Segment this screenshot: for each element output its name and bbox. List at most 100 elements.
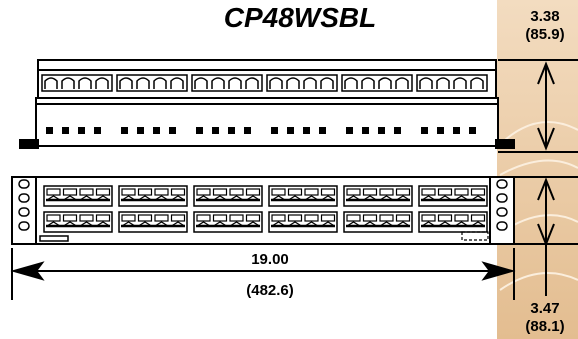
port-opening [271, 214, 286, 222]
height-dimension [514, 176, 578, 296]
top-jack-loop [153, 77, 167, 89]
port-latch [229, 221, 244, 227]
port-opening [320, 214, 336, 222]
port-opening [245, 188, 261, 196]
port-latch [271, 195, 286, 201]
port-latch [304, 195, 319, 201]
top-view-left-ear [19, 139, 39, 149]
port-latch [471, 195, 485, 201]
top-connector [453, 127, 460, 134]
top-connector [319, 127, 326, 134]
port-latch [271, 221, 286, 227]
top-jack-loop [170, 77, 184, 89]
mounting-hole [18, 193, 30, 203]
port-latch [63, 195, 77, 201]
port-opening [454, 188, 469, 196]
port-opening [212, 188, 228, 196]
top-view [19, 59, 515, 149]
top-connector [94, 127, 101, 134]
top-view-connector-row [46, 127, 476, 134]
port-latch [454, 221, 469, 227]
height-inches: 3.47 [530, 300, 560, 317]
port-latch [121, 221, 136, 227]
port-latch [471, 221, 485, 227]
port-opening [379, 214, 394, 222]
port-opening [212, 214, 228, 222]
width-mm-label: (482.6) [220, 282, 320, 300]
top-jack-loop [95, 77, 109, 89]
port-latch [288, 221, 302, 227]
port-latch [379, 221, 394, 227]
port-opening [304, 188, 319, 196]
port-latch [154, 195, 169, 201]
top-connector [378, 127, 385, 134]
port-opening [346, 214, 361, 222]
port-opening [437, 214, 453, 222]
top-connector [121, 127, 128, 134]
depth-dimension [498, 59, 578, 153]
port-latch [421, 195, 436, 201]
port-latch [96, 195, 110, 201]
top-connector [287, 127, 294, 134]
top-connector [169, 127, 176, 134]
port-opening [421, 214, 436, 222]
port-latch [246, 221, 260, 227]
top-jack-loop [211, 77, 225, 89]
front-view-mounting-holes [18, 179, 508, 231]
top-jack-loop [361, 77, 375, 89]
top-connector [62, 127, 69, 134]
port-opening [79, 214, 94, 222]
port-latch [79, 195, 94, 201]
port-opening [170, 188, 186, 196]
port-latch [229, 195, 244, 201]
top-jack-loop [470, 77, 484, 89]
model-title: CP48WSBL [223, 2, 377, 33]
port-opening [137, 214, 153, 222]
port-opening [154, 214, 169, 222]
width-inches: 19.00 [251, 251, 289, 268]
port-opening [121, 214, 136, 222]
port-opening [121, 188, 136, 196]
mounting-hole [496, 207, 508, 217]
port-latch [138, 195, 152, 201]
port-latch [363, 221, 377, 227]
top-jack-loop [303, 77, 317, 89]
top-connector [394, 127, 401, 134]
port-latch [196, 221, 211, 227]
top-connector [46, 127, 53, 134]
port-latch [321, 195, 335, 201]
top-jack-loop [78, 77, 92, 89]
top-jack-loop [61, 77, 75, 89]
port-opening [196, 188, 211, 196]
port-latch [363, 195, 377, 201]
top-connector [137, 127, 144, 134]
top-connector [244, 127, 251, 134]
port-opening [346, 188, 361, 196]
port-latch [138, 221, 152, 227]
front-view-jack-ports [43, 185, 488, 233]
top-jack-loop [344, 77, 358, 89]
port-opening [470, 214, 486, 222]
mounting-hole [18, 207, 30, 217]
port-opening [137, 188, 153, 196]
width-label: 19.00 [220, 251, 320, 269]
port-opening [271, 188, 286, 196]
width-dimension [10, 248, 516, 300]
top-view-right-ear [495, 139, 515, 149]
depth-millimeters: (85.9) [525, 26, 565, 43]
height-label: 3.47 (88.1) [515, 300, 575, 336]
top-jack-loop [228, 77, 242, 89]
port-latch [46, 221, 61, 227]
port-latch [421, 221, 436, 227]
top-jack-loop [436, 77, 450, 89]
port-opening [229, 214, 244, 222]
top-jack-block [341, 74, 413, 92]
port-opening [62, 188, 78, 196]
top-jack-loop [378, 77, 392, 89]
port-opening [95, 188, 111, 196]
front-view-ground-tab [461, 231, 489, 241]
port-opening [196, 214, 211, 222]
top-jack-block [116, 74, 188, 92]
port-opening [229, 188, 244, 196]
port-opening [46, 214, 61, 222]
